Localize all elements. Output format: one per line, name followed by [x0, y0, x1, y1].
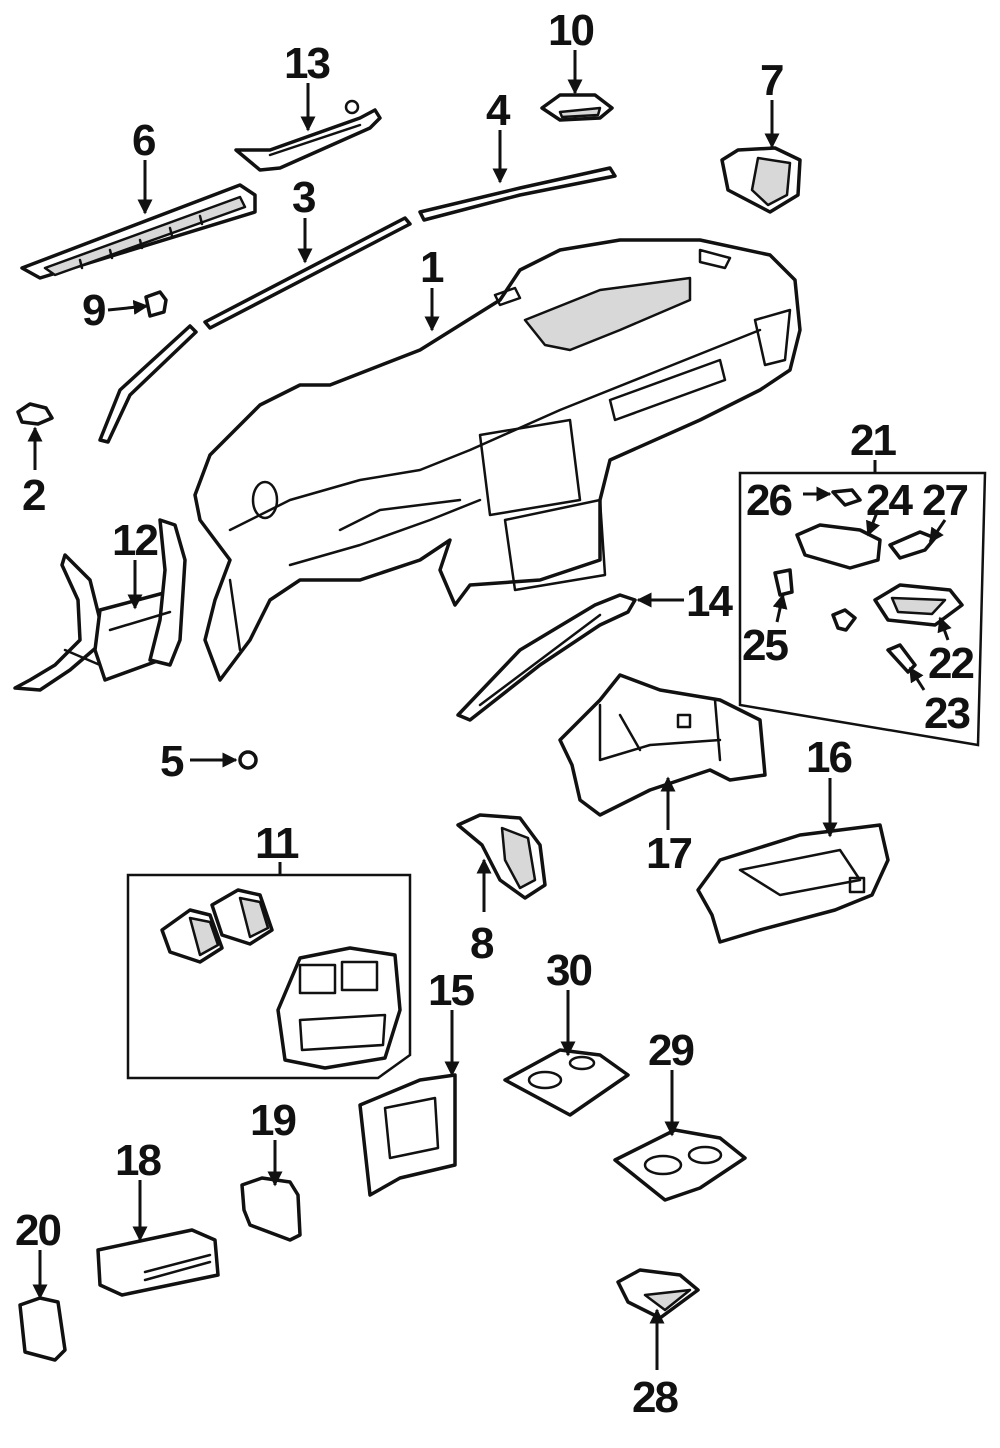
callout-26: 26 — [746, 476, 791, 525]
cover-part-19 — [240, 1176, 302, 1242]
callout-5: 5 — [160, 737, 184, 786]
callout-21: 21 — [850, 416, 896, 465]
callout-24: 24 — [866, 476, 913, 525]
callout-4: 4 — [486, 86, 511, 135]
callout-15: 15 — [428, 966, 474, 1015]
callout-2: 2 — [22, 471, 45, 520]
vent-part-8 — [456, 813, 547, 900]
callout-30: 30 — [546, 946, 591, 995]
callout-27: 27 — [922, 476, 967, 525]
cup-holder-part-29 — [613, 1128, 747, 1202]
callout-22: 22 — [928, 639, 973, 688]
callout-10: 10 — [548, 6, 593, 55]
screw-shape — [831, 608, 857, 632]
clip-part-9 — [144, 290, 168, 318]
part-24-shape — [795, 523, 882, 570]
part-23-shape — [886, 643, 917, 674]
callout-28: 28 — [632, 1373, 678, 1422]
callout-20: 20 — [15, 1206, 60, 1255]
glove-box-housing-part-17 — [558, 673, 767, 817]
glove-box-door-part-16 — [696, 823, 890, 944]
callout-17: 17 — [646, 829, 691, 878]
callout-18: 18 — [115, 1136, 161, 1185]
part-11-group-box — [126, 873, 412, 1080]
vent-part-28 — [616, 1268, 700, 1320]
defroster-strip-part-4 — [418, 166, 617, 222]
callout-13: 13 — [284, 39, 329, 88]
defroster-strip-part-3 — [98, 216, 412, 444]
trim-strip-part-14 — [456, 593, 637, 722]
support-bracket-part-12 — [13, 518, 187, 692]
defroster-grille-part-6 — [20, 183, 257, 280]
part-25-shape — [773, 568, 794, 597]
callout-16: 16 — [806, 733, 851, 782]
part-27-shape — [888, 530, 937, 560]
callout-23: 23 — [924, 689, 969, 738]
part-21-group-box — [738, 471, 987, 747]
callout-1: 1 — [420, 243, 444, 292]
callout-3: 3 — [292, 173, 315, 222]
instrument-panel-part-1 — [193, 238, 802, 682]
clip-part-2 — [16, 402, 54, 426]
part-26-shape — [831, 488, 862, 507]
speaker-cover-part-13 — [234, 99, 382, 172]
storage-tray-part-18 — [96, 1228, 220, 1297]
callout-7: 7 — [760, 56, 783, 105]
side-vent-part-7 — [720, 146, 802, 214]
callout-29: 29 — [648, 1026, 693, 1075]
callout-25: 25 — [742, 621, 788, 670]
callout-9: 9 — [82, 286, 105, 335]
leader-lines — [27, 50, 952, 1370]
callout-8: 8 — [470, 919, 494, 968]
callout-11: 11 — [255, 819, 299, 868]
callout-labels: 1 2 3 4 5 6 7 8 9 10 11 12 13 14 15 16 1… — [15, 6, 975, 1422]
bezel-part-15 — [358, 1073, 457, 1197]
fastener-part-5 — [238, 750, 258, 770]
callout-14: 14 — [686, 577, 733, 626]
cover-part-20 — [18, 1296, 67, 1362]
callout-6: 6 — [132, 116, 155, 165]
callout-12: 12 — [112, 516, 157, 565]
panel-part-30 — [503, 1048, 630, 1117]
sensor-part-10 — [540, 93, 614, 122]
callout-19: 19 — [250, 1096, 295, 1145]
